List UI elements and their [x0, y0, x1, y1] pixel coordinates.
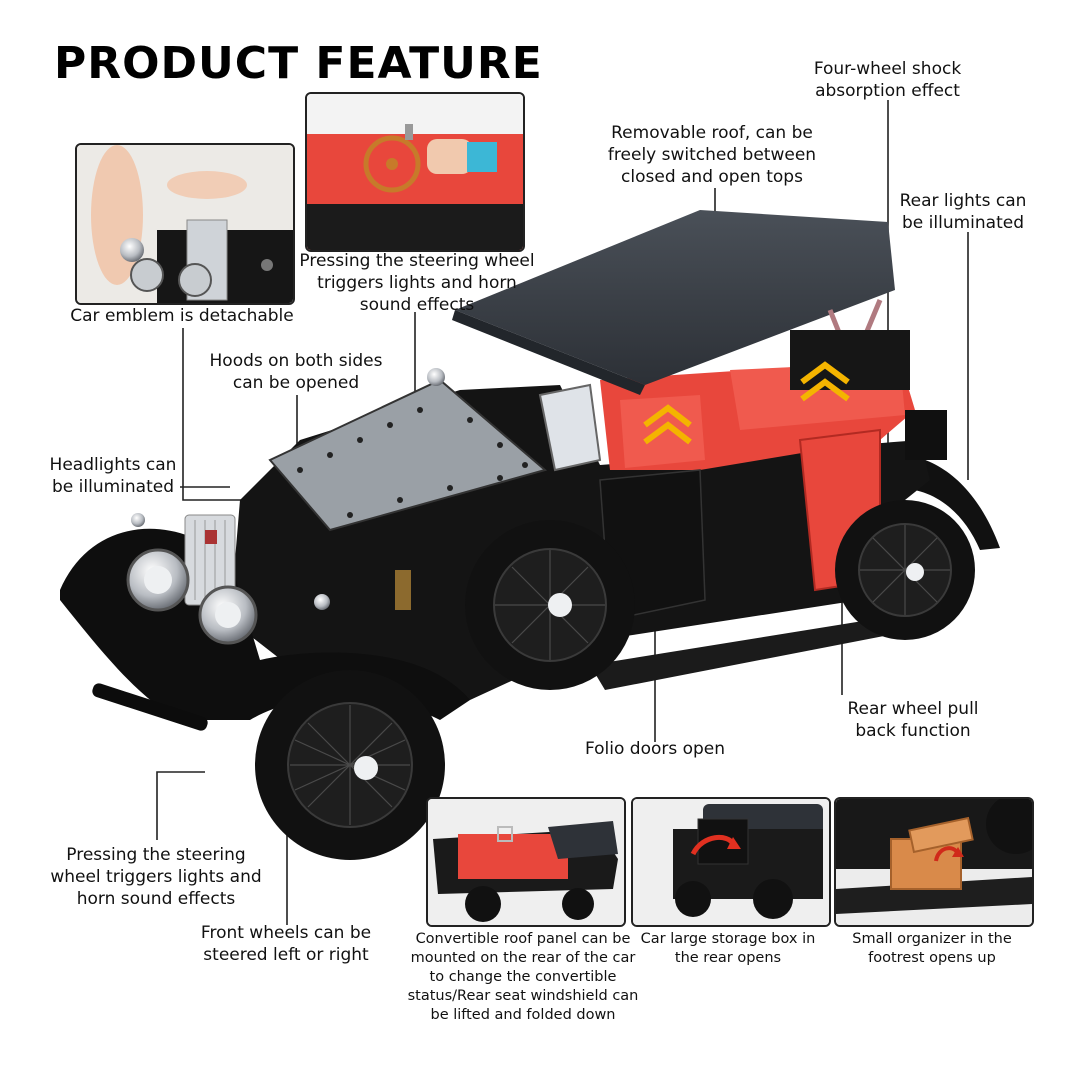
thumb-storage-box — [631, 797, 831, 927]
convertible-photo — [428, 799, 624, 925]
label-front-wheels: Front wheels can be steered left or righ… — [200, 923, 372, 965]
thumb-convertible — [426, 797, 626, 927]
rear-trunk — [905, 410, 947, 460]
label-shock-absorption: Four-wheel shock absorption effect — [813, 59, 962, 101]
label-folio-doors: Folio doors open — [584, 739, 726, 759]
organizer-photo — [836, 799, 1032, 925]
rear-wheel — [835, 500, 975, 640]
label-steering-top: Pressing the steering wheel triggers lig… — [299, 251, 535, 315]
label-hoods: Hoods on both sides can be opened — [209, 351, 383, 393]
label-storage-box: Car large storage box in the rear opens — [640, 931, 816, 966]
front-wheel — [255, 670, 445, 860]
label-car-emblem: Car emblem is detachable — [70, 306, 294, 326]
label-steering-bottom: Pressing the steering wheel triggers lig… — [50, 845, 262, 909]
windshield — [538, 383, 602, 472]
thumb-car-emblem — [75, 143, 295, 305]
thumb-steering-wheel — [305, 92, 525, 252]
label-organizer: Small organizer in the footrest opens up — [852, 931, 1012, 966]
label-removable-roof: Removable roof, can be freely switched b… — [607, 123, 817, 187]
emblem-photo — [77, 145, 293, 303]
running-board — [590, 615, 915, 690]
storage-photo — [633, 799, 829, 925]
thumb-organizer — [834, 797, 1034, 927]
label-rear-lights: Rear lights can be illuminated — [899, 191, 1027, 233]
hood-rivets — [297, 407, 528, 518]
label-rear-wheel: Rear wheel pull back function — [847, 699, 979, 741]
page-title: PRODUCT FEATURE — [54, 38, 543, 89]
hood-panel — [268, 378, 548, 532]
car-roof — [455, 210, 895, 385]
arrow-markers — [643, 361, 850, 445]
steering-photo — [307, 94, 523, 250]
middle-wheel — [465, 520, 635, 690]
label-headlights: Headlights can be illuminated — [49, 455, 177, 497]
label-convertible: Convertible roof panel can be mounted on… — [407, 931, 639, 1023]
